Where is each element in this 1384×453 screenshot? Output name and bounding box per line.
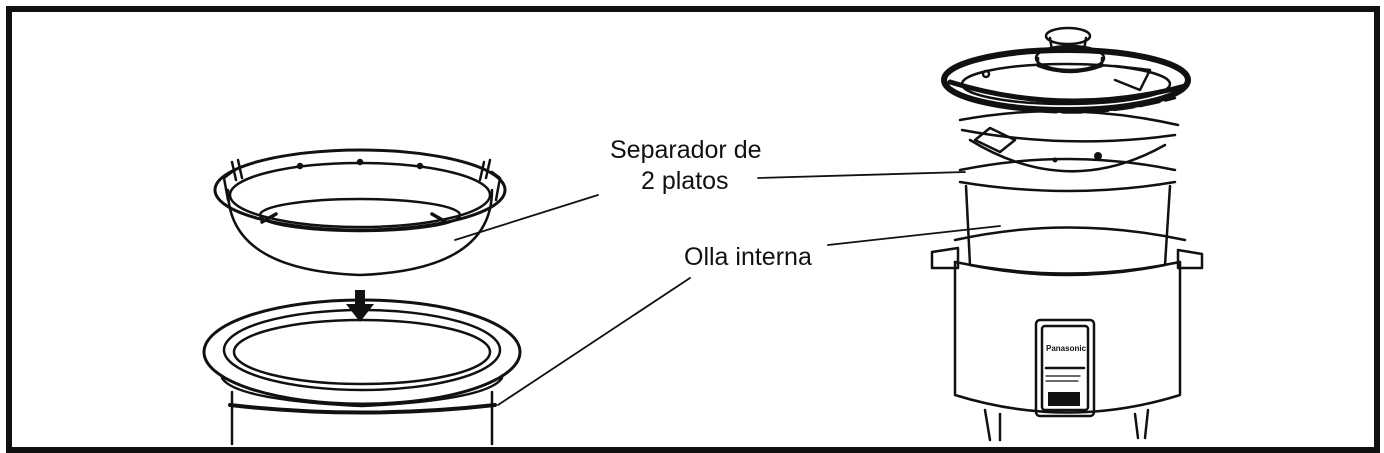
leader-pot-left [497,277,691,406]
leader-pot-right [827,225,1001,246]
down-arrow-icon [346,290,374,322]
inner-pot-illustration [202,298,522,446]
separator-label-line2: 2 platos [641,167,729,195]
leader-separator-left [454,194,599,241]
leader-lines [454,171,1001,406]
separator-plate-illustration [213,148,507,277]
diagram-frame [6,6,1380,453]
separator-label-line1: Separador de [610,136,762,164]
rice-cooker-illustration [930,26,1204,442]
leader-separator-right [757,171,966,179]
brand-logo-text: Panasonic [1046,344,1087,353]
inner-pot-label: Olla interna [684,243,812,271]
